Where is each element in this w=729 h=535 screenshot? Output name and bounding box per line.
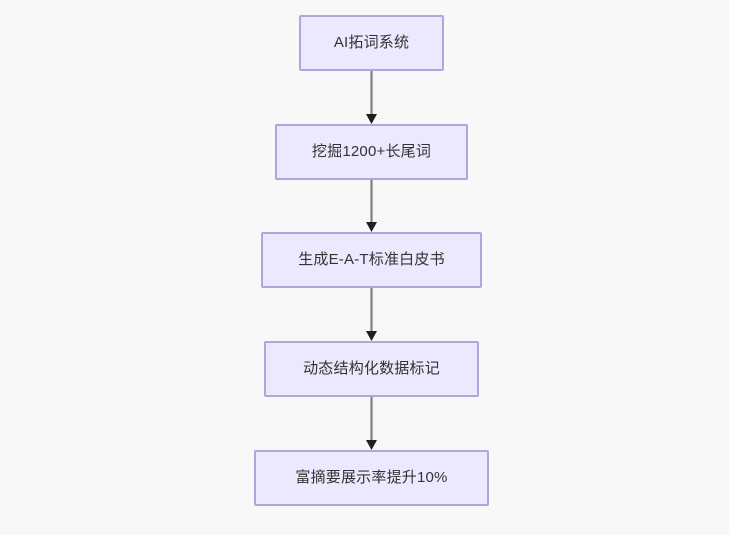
flowchart-node-4[interactable]: 动态结构化数据标记 xyxy=(264,341,479,397)
edge-n4-n5 xyxy=(366,397,377,450)
flowchart-node-5[interactable]: 富摘要展示率提升10% xyxy=(254,450,489,506)
flowchart-node-2[interactable]: 挖掘1200+长尾词 xyxy=(275,124,468,180)
flowchart-node-4-label: 动态结构化数据标记 xyxy=(303,360,440,377)
edge-n1-n2 xyxy=(366,71,377,124)
flowchart-node-2-label: 挖掘1200+长尾词 xyxy=(311,143,432,160)
flowchart-node-5-label: 富摘要展示率提升10% xyxy=(295,469,448,486)
flowchart-node-3-label: 生成E-A-T标准白皮书 xyxy=(298,251,445,268)
flowchart-node-3[interactable]: 生成E-A-T标准白皮书 xyxy=(261,232,482,288)
edge-n2-n3 xyxy=(366,180,377,232)
edge-n3-n4 xyxy=(366,288,377,341)
flowchart-node-1[interactable]: AI拓词系统 xyxy=(299,15,444,71)
flowchart-node-1-label: AI拓词系统 xyxy=(333,34,410,51)
